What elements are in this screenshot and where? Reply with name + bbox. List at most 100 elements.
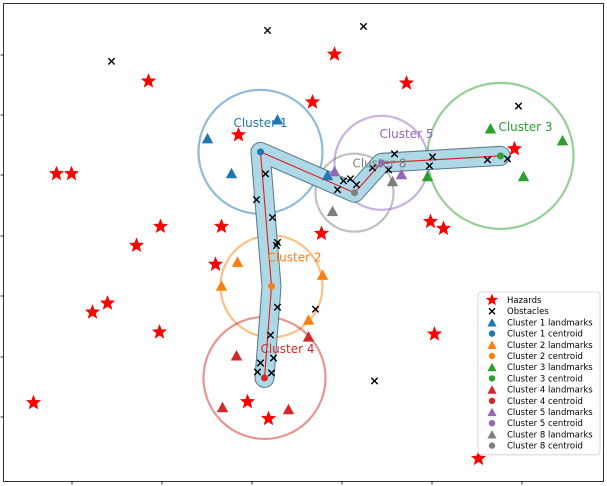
hazard-marker	[398, 75, 415, 90]
obstacle-marker	[339, 177, 348, 185]
legend-landmark-icon	[487, 430, 497, 439]
legend-entry-label: Cluster 1 landmarks	[507, 318, 593, 328]
obstacle-marker	[253, 368, 262, 376]
hazard-marker	[48, 165, 65, 181]
obstacle-marker	[384, 166, 393, 174]
legend-centroid-icon	[488, 442, 496, 449]
cluster-2-label: Cluster 2	[267, 250, 321, 264]
obstacle-marker	[256, 359, 265, 367]
cluster-1-landmark-marker	[271, 114, 284, 125]
legend-entry-label: Cluster 4 landmarks	[507, 386, 593, 396]
legend-hazard-icon	[485, 293, 499, 306]
obstacle-marker	[267, 369, 276, 377]
hazard-marker	[435, 220, 452, 236]
hazard-marker	[304, 93, 321, 109]
hazard-marker	[99, 294, 116, 310]
legend-entry-label: Obstacles	[507, 307, 549, 317]
obstacle-marker	[370, 377, 379, 385]
cluster-4-label: Cluster 4	[260, 342, 314, 356]
cluster-8-label: Cluster 8	[352, 157, 406, 171]
cluster-3-landmark-marker	[484, 123, 497, 134]
legend-entry-label: Cluster 3 centroid	[507, 374, 583, 384]
hazard-marker	[84, 303, 101, 319]
legend-centroid-icon	[488, 352, 496, 360]
cluster-2-landmark-marker	[302, 314, 315, 325]
hazard-marker	[128, 237, 145, 253]
obstacle-marker	[425, 162, 434, 170]
legend-obstacle-icon	[488, 307, 496, 315]
cluster-2-landmark-marker	[316, 269, 329, 280]
legend-centroid-icon	[488, 375, 496, 382]
cluster-2-landmark-marker	[215, 280, 228, 291]
hazard-marker	[207, 256, 224, 272]
cluster-4-centroid-marker	[261, 374, 268, 382]
obstacle-marker	[368, 164, 377, 172]
cluster-5-centroid-marker	[378, 159, 385, 167]
cluster-2-centroid-marker	[268, 282, 275, 290]
obstacle-marker	[503, 155, 512, 163]
planned-path-line	[259, 151, 501, 378]
cluster-1-label: Cluster 1	[233, 116, 287, 130]
obstacle-marker	[346, 175, 355, 183]
hazard-marker	[326, 46, 343, 61]
obstacle-marker	[352, 181, 361, 189]
legend-landmark-icon	[487, 407, 497, 417]
legend-landmark-icon	[487, 318, 497, 327]
obstacle-marker	[390, 150, 399, 158]
hazard-marker	[422, 213, 439, 229]
cluster-5-landmark-marker	[395, 168, 408, 180]
cluster-3-landmark-marker	[556, 134, 569, 146]
hazard-marker	[313, 225, 330, 241]
legend-centroid-icon	[488, 397, 496, 404]
cluster-8-centroid-marker	[351, 189, 358, 197]
legend-entry-label: Cluster 1 centroid	[507, 330, 583, 340]
legend-entry-label: Cluster 2 centroid	[507, 352, 583, 362]
hazard-marker	[239, 393, 256, 409]
hazard-marker	[63, 165, 80, 181]
hazard-marker	[140, 73, 157, 88]
legend-entry-label: Cluster 8 landmarks	[507, 430, 593, 440]
obstacle-marker	[263, 26, 272, 35]
cluster-4-landmark-marker	[282, 403, 295, 415]
hazard-marker	[506, 140, 523, 156]
cluster-4-landmark-marker	[302, 331, 315, 342]
obstacle-marker	[252, 195, 261, 204]
cluster-3-landmark-marker	[421, 170, 434, 182]
hazard-marker	[151, 323, 168, 339]
legend-entry-label: Cluster 4 centroid	[507, 397, 583, 407]
cluster-4-landmark-marker	[230, 350, 243, 361]
obstacle-marker	[269, 354, 278, 362]
cluster-2-landmark-marker	[231, 256, 244, 267]
cluster-1-landmark-marker	[321, 169, 334, 181]
legend-landmark-icon	[487, 340, 497, 349]
cluster-4-landmark-marker	[216, 401, 229, 413]
cluster-8-landmark-marker	[386, 175, 399, 187]
obstacle-marker	[333, 186, 342, 194]
cluster-1-landmark-marker	[225, 167, 238, 179]
legend-entry-label: Cluster 3 landmarks	[507, 363, 593, 373]
obstacle-marker	[359, 22, 368, 31]
hazard-marker	[230, 126, 247, 142]
legend-centroid-icon	[488, 420, 496, 427]
cluster-5-landmark-marker	[328, 165, 341, 177]
obstacle-marker	[273, 303, 282, 311]
cluster-8-radius-circle	[314, 152, 395, 233]
legend-landmark-icon	[487, 362, 497, 372]
legend-entry-label: Cluster 8 centroid	[507, 442, 583, 452]
cluster-1-landmark-marker	[201, 132, 214, 144]
obstacle-marker	[428, 153, 437, 161]
hazard-marker	[426, 325, 443, 341]
cluster-3-landmark-marker	[517, 170, 530, 182]
legend-entry-label: Hazards	[507, 296, 542, 306]
legend-landmark-icon	[487, 385, 497, 394]
legend-centroid-icon	[488, 330, 496, 337]
obstacle-marker	[266, 331, 275, 339]
legend-box	[477, 291, 601, 456]
obstacle-marker	[272, 241, 281, 250]
obstacle-marker	[514, 102, 523, 110]
obstacle-marker	[107, 57, 116, 65]
cluster-3-label: Cluster 3	[498, 120, 552, 134]
obstacle-marker	[311, 305, 320, 313]
hazard-marker	[470, 450, 487, 466]
